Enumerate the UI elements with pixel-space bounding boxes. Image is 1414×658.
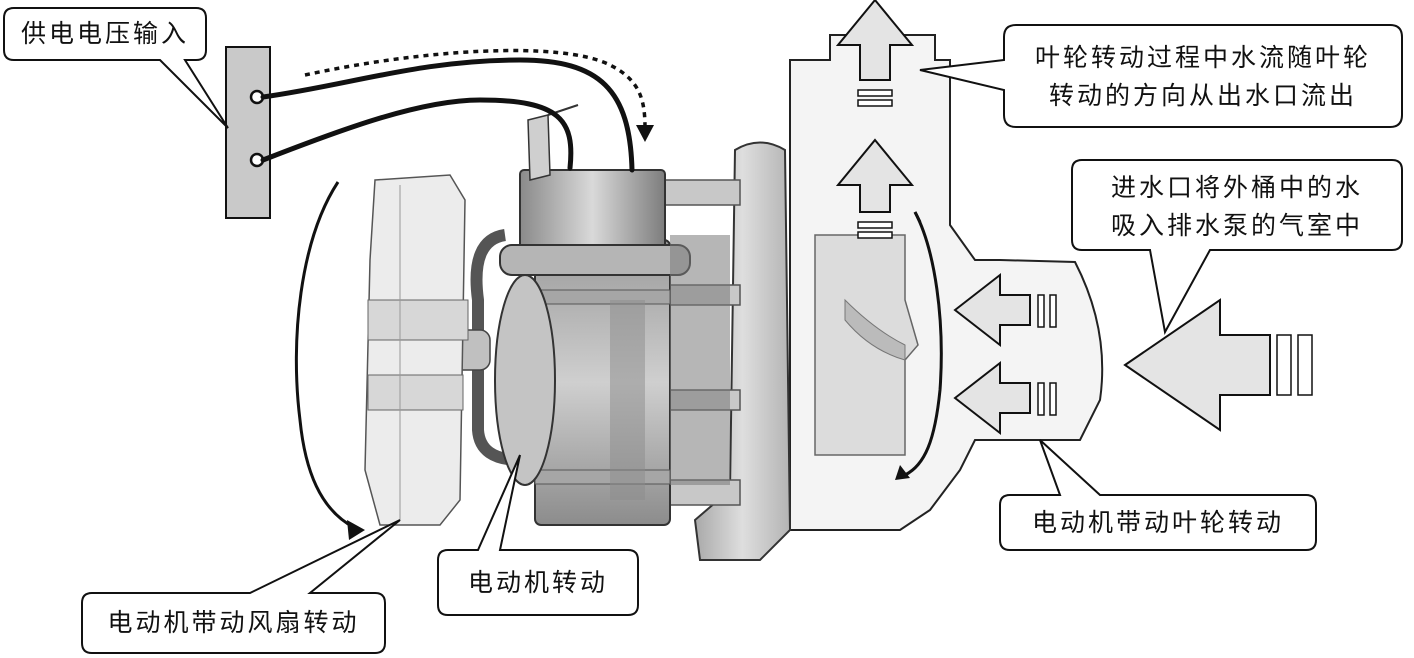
current-flow-dotted-arrow [304, 48, 654, 142]
label-power-input: 供电电压输入 [20, 19, 189, 48]
impeller-rotation-arrow [895, 211, 943, 480]
outlet-flow-arrow-middle [835, 138, 915, 239]
callout-box-motor-drives-fan [81, 519, 401, 654]
callout-box-power-input [3, 7, 229, 129]
label-inlet-line2: 吸入排水泵的气室中 [1110, 211, 1363, 240]
label-motor-drives-impeller: 电动机带动叶轮转动 [1031, 508, 1284, 537]
label-impeller-flow-line1: 叶轮转动过程中水流随叶轮 [1034, 43, 1371, 72]
label-impeller-flow-line2: 转动的方向从出水口流出 [1048, 81, 1357, 110]
impeller [814, 234, 919, 456]
cooling-fan [364, 174, 469, 526]
callout-box-impeller-flow [919, 24, 1403, 128]
callout-box-motor-drives-impeller [999, 439, 1317, 551]
callout-box-motor-rotates [437, 454, 639, 616]
motor [470, 104, 741, 526]
outlet-flow-arrow-top [835, 0, 915, 107]
inlet-flow-arrow-large [1123, 298, 1313, 432]
power-wires [260, 57, 635, 173]
fan-rotation-arrow [294, 181, 365, 540]
label-motor-rotates: 电动机转动 [467, 568, 608, 597]
motor-flange [693, 141, 792, 561]
intake-flow-arrow-lower [953, 360, 1057, 436]
label-inlet-line1: 进水口将外桶中的水 [1110, 173, 1363, 202]
label-motor-drives-fan: 电动机带动风扇转动 [107, 608, 360, 637]
intake-flow-arrow-upper [953, 272, 1057, 348]
callout-box-inlet [1071, 159, 1403, 335]
power-terminal-block [225, 46, 271, 219]
